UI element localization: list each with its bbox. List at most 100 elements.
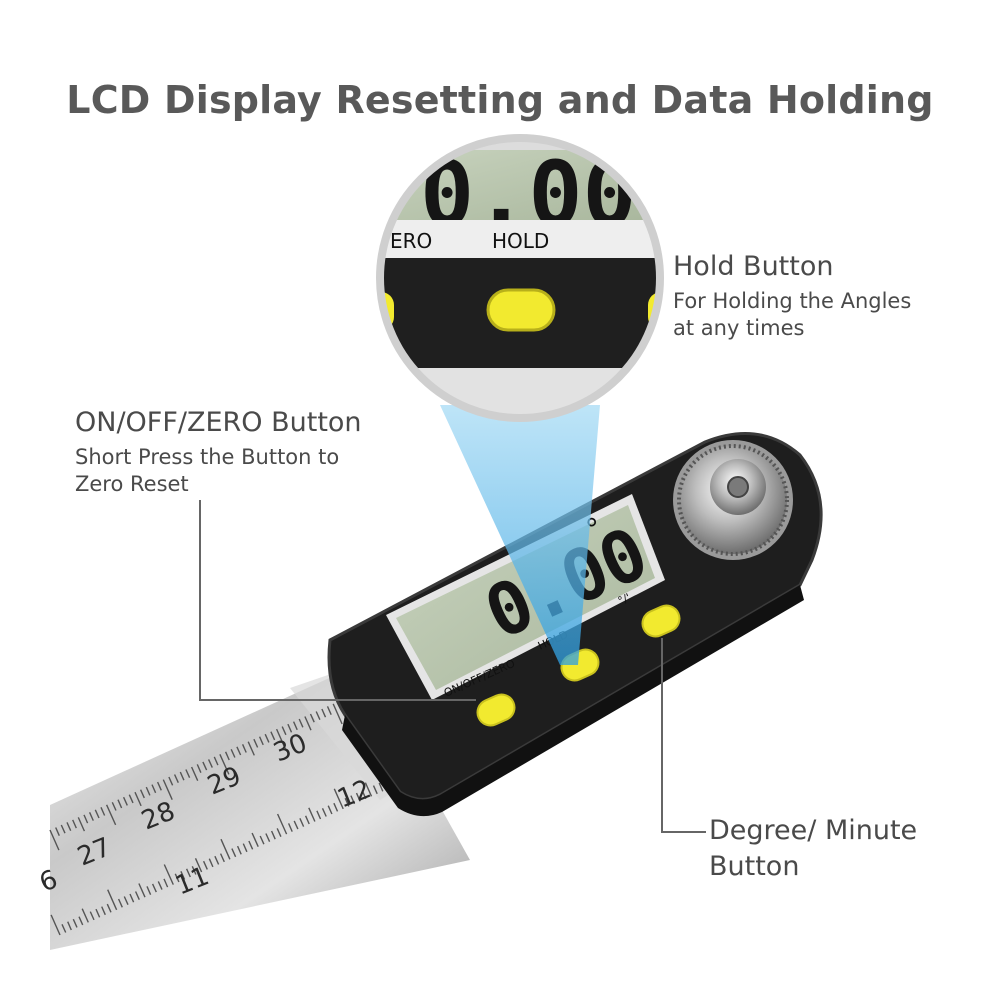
lcd-screen bbox=[396, 505, 655, 690]
degree-leader-line bbox=[661, 638, 706, 833]
ruler-tick bbox=[378, 782, 384, 792]
ruler-tick bbox=[66, 822, 72, 831]
ruler-tick bbox=[265, 833, 271, 842]
ruler-tick bbox=[138, 883, 146, 898]
ruler-tick bbox=[251, 832, 259, 847]
ruler-tick bbox=[145, 786, 151, 796]
ruler-tick bbox=[219, 853, 225, 863]
ruler-tick bbox=[364, 782, 373, 797]
magnifier-hold-label: HOLD bbox=[492, 229, 549, 253]
magnified-hold-button bbox=[486, 288, 556, 332]
magnifier-beam bbox=[440, 405, 600, 665]
ruler-tick bbox=[344, 797, 350, 807]
ruler-tick bbox=[95, 908, 101, 918]
ruler-tick bbox=[88, 812, 94, 821]
ruler-tick bbox=[156, 781, 162, 791]
ruler-tick bbox=[231, 848, 237, 858]
ruler-tick bbox=[287, 823, 293, 832]
ruler-tick bbox=[242, 843, 248, 853]
ruler-tick bbox=[163, 864, 174, 885]
ruler-tick bbox=[122, 796, 128, 806]
ruler-tick bbox=[293, 820, 299, 830]
ruler-tick bbox=[333, 788, 344, 810]
ruler-tick bbox=[162, 779, 173, 800]
ruler-tick bbox=[49, 829, 60, 851]
onoff-leader-line bbox=[199, 500, 476, 701]
ruler-tick bbox=[236, 845, 242, 855]
ruler-tick bbox=[190, 766, 199, 781]
ruler-tick bbox=[202, 761, 208, 771]
ruler-tick bbox=[180, 871, 186, 880]
ruler-tick bbox=[304, 716, 312, 731]
ruler-tick bbox=[304, 815, 310, 825]
degree-minute-button[interactable] bbox=[638, 601, 683, 640]
ruler-tick bbox=[123, 896, 129, 905]
degree-button-title-line-1: Degree/ Minute bbox=[709, 815, 918, 846]
ruler-tick bbox=[287, 723, 293, 733]
ruler-tick bbox=[134, 791, 142, 807]
ruler-tick bbox=[151, 784, 157, 794]
ruler-tick bbox=[292, 721, 298, 731]
ruler-tick bbox=[326, 706, 332, 715]
ruler-tick bbox=[168, 776, 174, 786]
ruler-tick bbox=[101, 906, 106, 916]
ruler-tick bbox=[78, 916, 84, 926]
ruler-tick bbox=[321, 808, 327, 817]
ruler-tick bbox=[196, 764, 202, 773]
ruler-tick bbox=[248, 840, 254, 850]
ruler-tick bbox=[213, 756, 219, 766]
ruler-tick bbox=[107, 889, 118, 911]
page-title: LCD Display Resetting and Data Holding bbox=[66, 78, 934, 122]
ruler-tick bbox=[219, 754, 230, 775]
hold-button-title: Hold Button bbox=[673, 251, 834, 282]
degree-button-title-line-2: Button bbox=[709, 851, 800, 882]
ruler-tick bbox=[117, 898, 123, 908]
ruler-tick bbox=[60, 824, 66, 834]
onoff-button-desc-line-1: Short Press the Button to bbox=[75, 445, 340, 469]
hold-button-desc-line-1: For Holding the Angles bbox=[673, 289, 912, 313]
ruler-tick bbox=[67, 921, 72, 931]
ruler-tick bbox=[55, 827, 60, 836]
ruler-tick bbox=[174, 873, 180, 883]
ruler-tick bbox=[117, 799, 123, 809]
ruler-tick bbox=[185, 769, 191, 778]
ruler-tick bbox=[276, 813, 288, 835]
ruler-tick bbox=[89, 911, 95, 921]
ruler-tick bbox=[72, 918, 78, 928]
ruler-tick bbox=[236, 746, 242, 756]
ruler-tick bbox=[281, 726, 287, 736]
ruler-tick bbox=[173, 774, 179, 783]
ruler-tick bbox=[355, 792, 361, 802]
onoff-button-title: ON/OFF/ZERO Button bbox=[75, 407, 362, 438]
ruler-tick bbox=[207, 759, 213, 768]
ruler-tick bbox=[258, 736, 264, 746]
ruler-tick bbox=[191, 866, 197, 875]
ruler-tick bbox=[163, 878, 169, 888]
ruler-tick bbox=[94, 809, 100, 819]
onoff-zero-button[interactable] bbox=[473, 690, 518, 729]
ruler-tick bbox=[214, 855, 220, 865]
ruler-tick bbox=[372, 785, 378, 795]
ruler-tick bbox=[81, 908, 89, 923]
ruler-tick bbox=[298, 718, 304, 728]
ruler-ticks bbox=[49, 680, 395, 936]
ruler-tick bbox=[50, 914, 61, 936]
ruler-tick bbox=[315, 711, 321, 720]
ruler-tick bbox=[247, 741, 255, 756]
ruler-tick bbox=[321, 708, 327, 718]
ruler-tick bbox=[270, 731, 276, 741]
magnifier-inset: 0.00 ERO HOLD bbox=[376, 134, 664, 422]
ruler-tick bbox=[333, 802, 339, 812]
ruler-tick bbox=[327, 805, 333, 815]
ruler-tick bbox=[72, 819, 77, 829]
locking-knob[interactable] bbox=[673, 440, 793, 560]
ruler-tick bbox=[129, 893, 135, 903]
ruler-tick bbox=[361, 790, 367, 800]
ruler-tick bbox=[264, 733, 270, 743]
ruler-tick bbox=[316, 810, 322, 820]
hold-button-desc-line-2: at any times bbox=[673, 316, 805, 340]
ruler-tick bbox=[157, 881, 163, 890]
ruler-tick bbox=[146, 886, 152, 895]
ruler-tick bbox=[350, 795, 356, 805]
